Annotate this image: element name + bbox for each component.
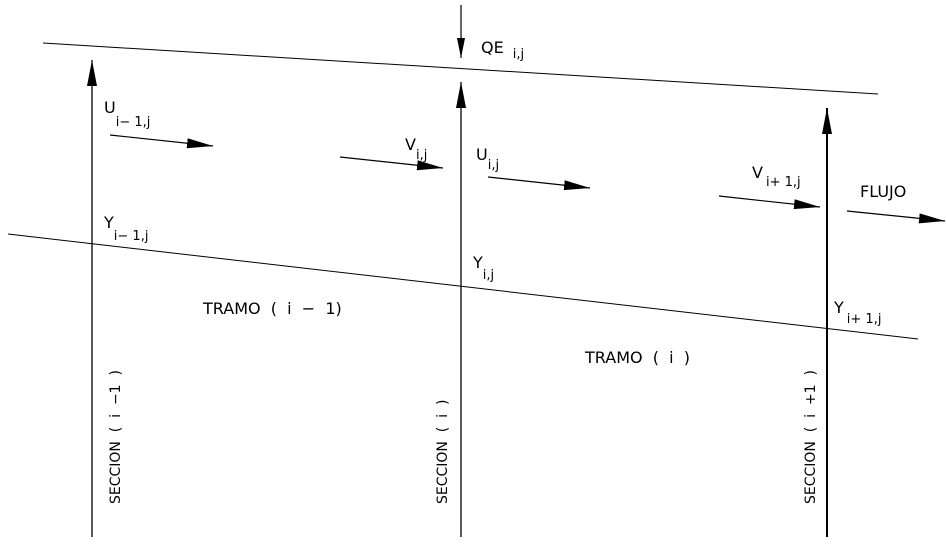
arrow-v-i — [339, 156, 444, 171]
label-v-i: Vi,j — [405, 135, 427, 163]
arrow-u-i — [487, 176, 591, 191]
reach-prev-label: TRAMO ( i − 1) — [202, 299, 342, 318]
section-prev-label: SECCION ( i −1 ) — [108, 370, 124, 504]
label-y-i: Yi,j — [472, 253, 494, 283]
label-u-prev: Ui− 1,j — [104, 98, 150, 130]
label-u-i: Ui,j — [476, 145, 499, 173]
channel-bed-line — [7, 233, 919, 340]
water-surface-line — [42, 42, 879, 95]
arrow-v-next — [718, 195, 821, 210]
arrow-flow — [846, 210, 946, 224]
label-y-prev: Yi− 1,j — [103, 213, 148, 244]
arrow-u-prev — [109, 134, 214, 149]
label-v-next: Vi+ 1,j — [752, 163, 801, 190]
flow-label: FLUJO — [860, 182, 906, 201]
label-y-next: Yi+ 1,j — [833, 298, 881, 327]
section-next-label: SECCION ( i +1 ) — [803, 370, 819, 504]
reach-curr-label: TRAMO ( i ) — [584, 348, 690, 367]
section-curr-label: SECCION ( i ) — [435, 400, 451, 504]
